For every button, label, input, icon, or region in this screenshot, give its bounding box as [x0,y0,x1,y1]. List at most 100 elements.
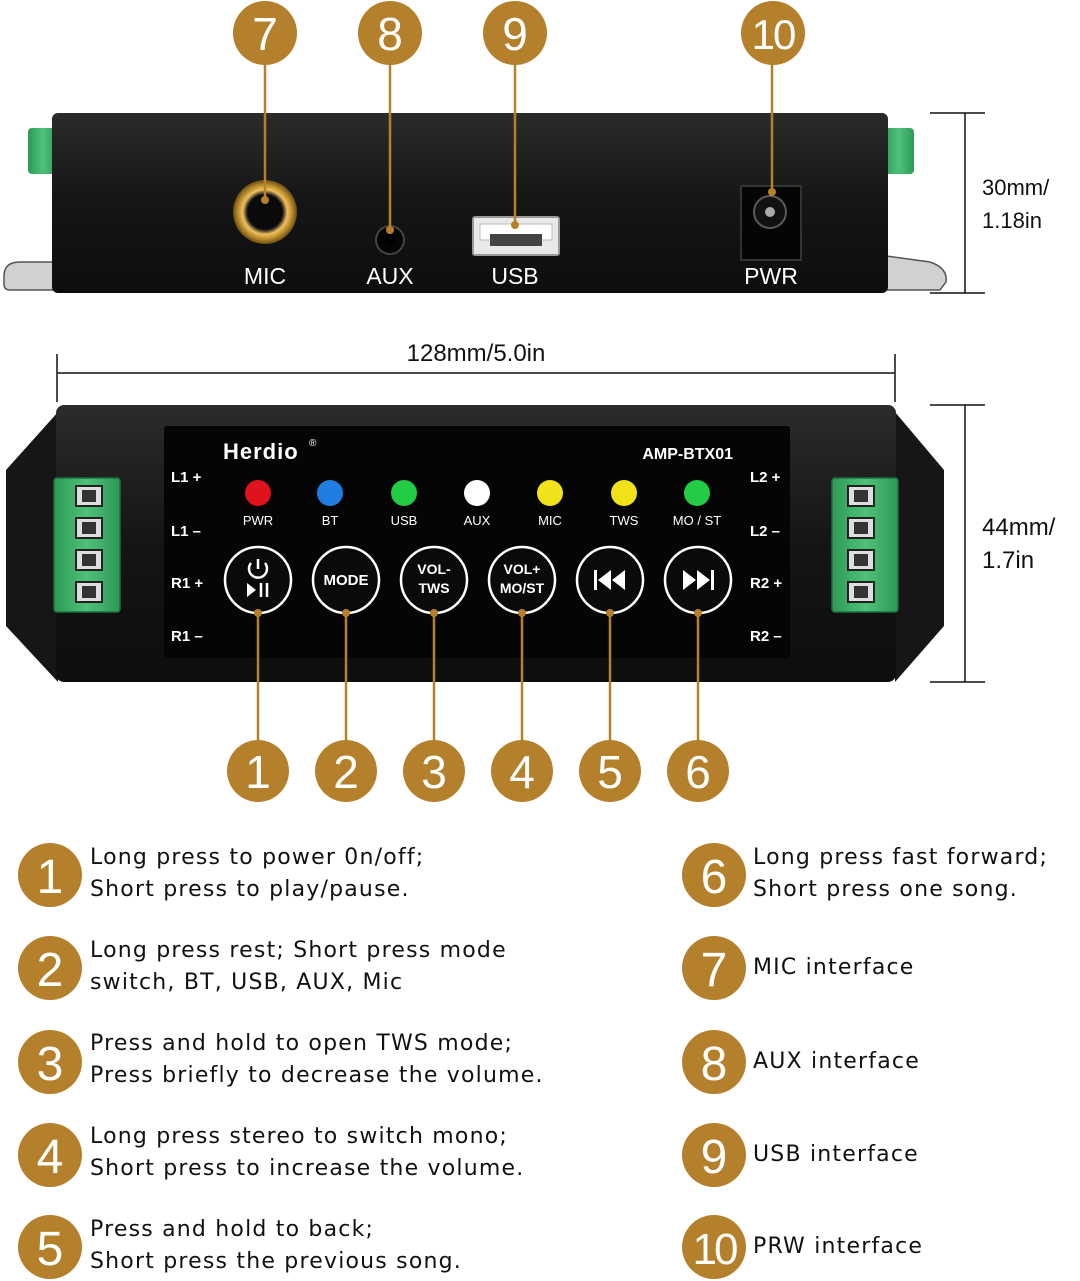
legend-item-3: Press and hold to open TWS mode; Press b… [90,1028,544,1092]
callout-9-number: 9 [502,8,528,60]
legend-item-1-line2: Short press to play/pause. [90,877,410,902]
legend-item-6-line2: Short press one song. [753,877,1018,902]
legend-item-4: Long press stereo to switch mono; Short … [90,1121,524,1185]
led-pwr [245,480,271,506]
legend-item-2: Long press rest; Short press mode switch… [90,935,507,999]
top-height-label-line2: 1.18in [982,208,1042,233]
led-label-aux: AUX [464,513,491,528]
top-view-body [52,113,888,293]
power-play-pause-icon [247,559,269,597]
legend-badge-1 [18,843,82,907]
next-track-icon [683,570,714,590]
vol-down-tws-button[interactable]: VOL- TWS [399,545,469,615]
previous-track-icon [594,570,625,590]
led-usb [391,480,417,506]
legend-item-1: Long press to power 0n/off; Short press … [90,842,424,906]
led-label-tws: TWS [610,513,639,528]
top-leader-lines [263,64,774,230]
right-mount-flange [885,255,947,291]
brand-registered-mark: ® [309,438,317,449]
legend-item-6: Long press fast forward; Short press one… [753,842,1048,906]
top-view: MIC AUX USB PWR 7 8 9 10 [3,1,1050,294]
front-width-label: 128mm/5.0in [407,340,546,367]
mode-button[interactable]: MODE [311,545,381,615]
tws-label: TWS [418,580,449,596]
callout-10 [741,1,805,65]
front-height-label-line1: 44mm/ [982,514,1056,541]
legend-badge-4 [18,1123,82,1187]
port-label-aux: AUX [366,263,413,289]
front-view: 128mm/5.0in [6,340,1056,802]
vol-down-label: VOL- [417,561,451,577]
legend-badge-9 [682,1123,746,1187]
legend-badge-10-number: 10 [693,1225,737,1274]
terminal-label-r1-minus: R1 – [171,628,203,645]
front-leader-lines [256,613,700,740]
legend-badge-8-number: 8 [701,1038,728,1091]
left-green-tab [28,128,58,174]
legend-badge-6 [682,843,746,907]
callout-4-number: 4 [509,746,535,798]
left-mount-flange [3,261,57,291]
led-label-mo-st: MO / ST [673,513,721,528]
callout-1-number: 1 [245,746,271,798]
terminal-label-r2-plus: R2 + [750,575,782,592]
legend-item-6-line1: Long press fast forward; [753,845,1049,870]
led-mo-st [684,480,710,506]
legend-badge-9-number: 9 [701,1131,728,1184]
right-wing [895,412,944,682]
legend-item-4-line1: Long press stereo to switch mono; [90,1124,508,1149]
callout-8-number: 8 [377,8,403,60]
legend-badge-2-number: 2 [37,944,64,997]
led-label-bt: BT [322,513,339,528]
legend-badge-3-number: 3 [37,1038,64,1091]
legend-badge-2 [18,936,82,1000]
top-height-dimension [930,112,985,294]
left-terminal-block [53,477,121,613]
legend-item-4-line2: Short press to increase the volume. [90,1156,525,1181]
callout-8 [358,1,422,65]
previous-track-button[interactable] [575,545,645,615]
power-play-pause-button[interactable] [223,545,293,615]
vol-up-mo-st-button[interactable]: VOL+ MO/ST [487,545,557,615]
callout-2-number: 2 [333,746,359,798]
brand-logo: Herdio [223,439,299,464]
legend-badge-7 [682,936,746,1000]
legend-badge-5-number: 5 [37,1223,64,1276]
terminal-label-l2-minus: L2 – [750,523,780,540]
legend-item-10: PRW interface [753,1231,923,1263]
port-label-pwr: PWR [744,263,798,289]
port-label-mic: MIC [244,263,286,289]
callout-5 [579,740,641,802]
callout-3 [403,740,465,802]
legend-badge-7-number: 7 [701,944,728,997]
led-bt [317,480,343,506]
legend-badge-4-number: 4 [37,1131,64,1184]
mo-st-label: MO/ST [500,580,545,596]
led-row: PWR BT USB AUX MIC TWS MO / ST [243,480,721,528]
port-label-usb: USB [491,263,538,289]
legend-item-5-line1: Press and hold to back; [90,1217,375,1242]
button-row: MODE VOL- TWS VOL+ MO/ST [223,545,733,615]
callout-6 [667,740,729,802]
callout-5-number: 5 [597,746,623,798]
legend-item-2-line1: Long press rest; Short press mode [90,938,507,963]
terminal-label-l2-plus: L2 + [750,469,781,486]
legend-badge-8 [682,1030,746,1094]
legend-item-10-line1: PRW interface [753,1234,924,1259]
callout-10-number: 10 [752,11,795,58]
legend-badge-5 [18,1215,82,1279]
callout-9 [483,1,547,65]
legend-item-8: AUX interface [753,1046,920,1078]
led-label-mic: MIC [538,513,562,528]
legend-item-7-line1: MIC interface [753,955,915,980]
legend-item-9-line1: USB interface [753,1142,919,1167]
led-label-pwr: PWR [243,513,273,528]
right-terminal-block [831,477,899,613]
top-callouts: 7 8 9 10 [233,1,805,65]
legend-badge-6-number: 6 [701,851,728,904]
led-label-usb: USB [391,513,418,528]
next-track-button[interactable] [663,545,733,615]
callout-2 [315,740,377,802]
